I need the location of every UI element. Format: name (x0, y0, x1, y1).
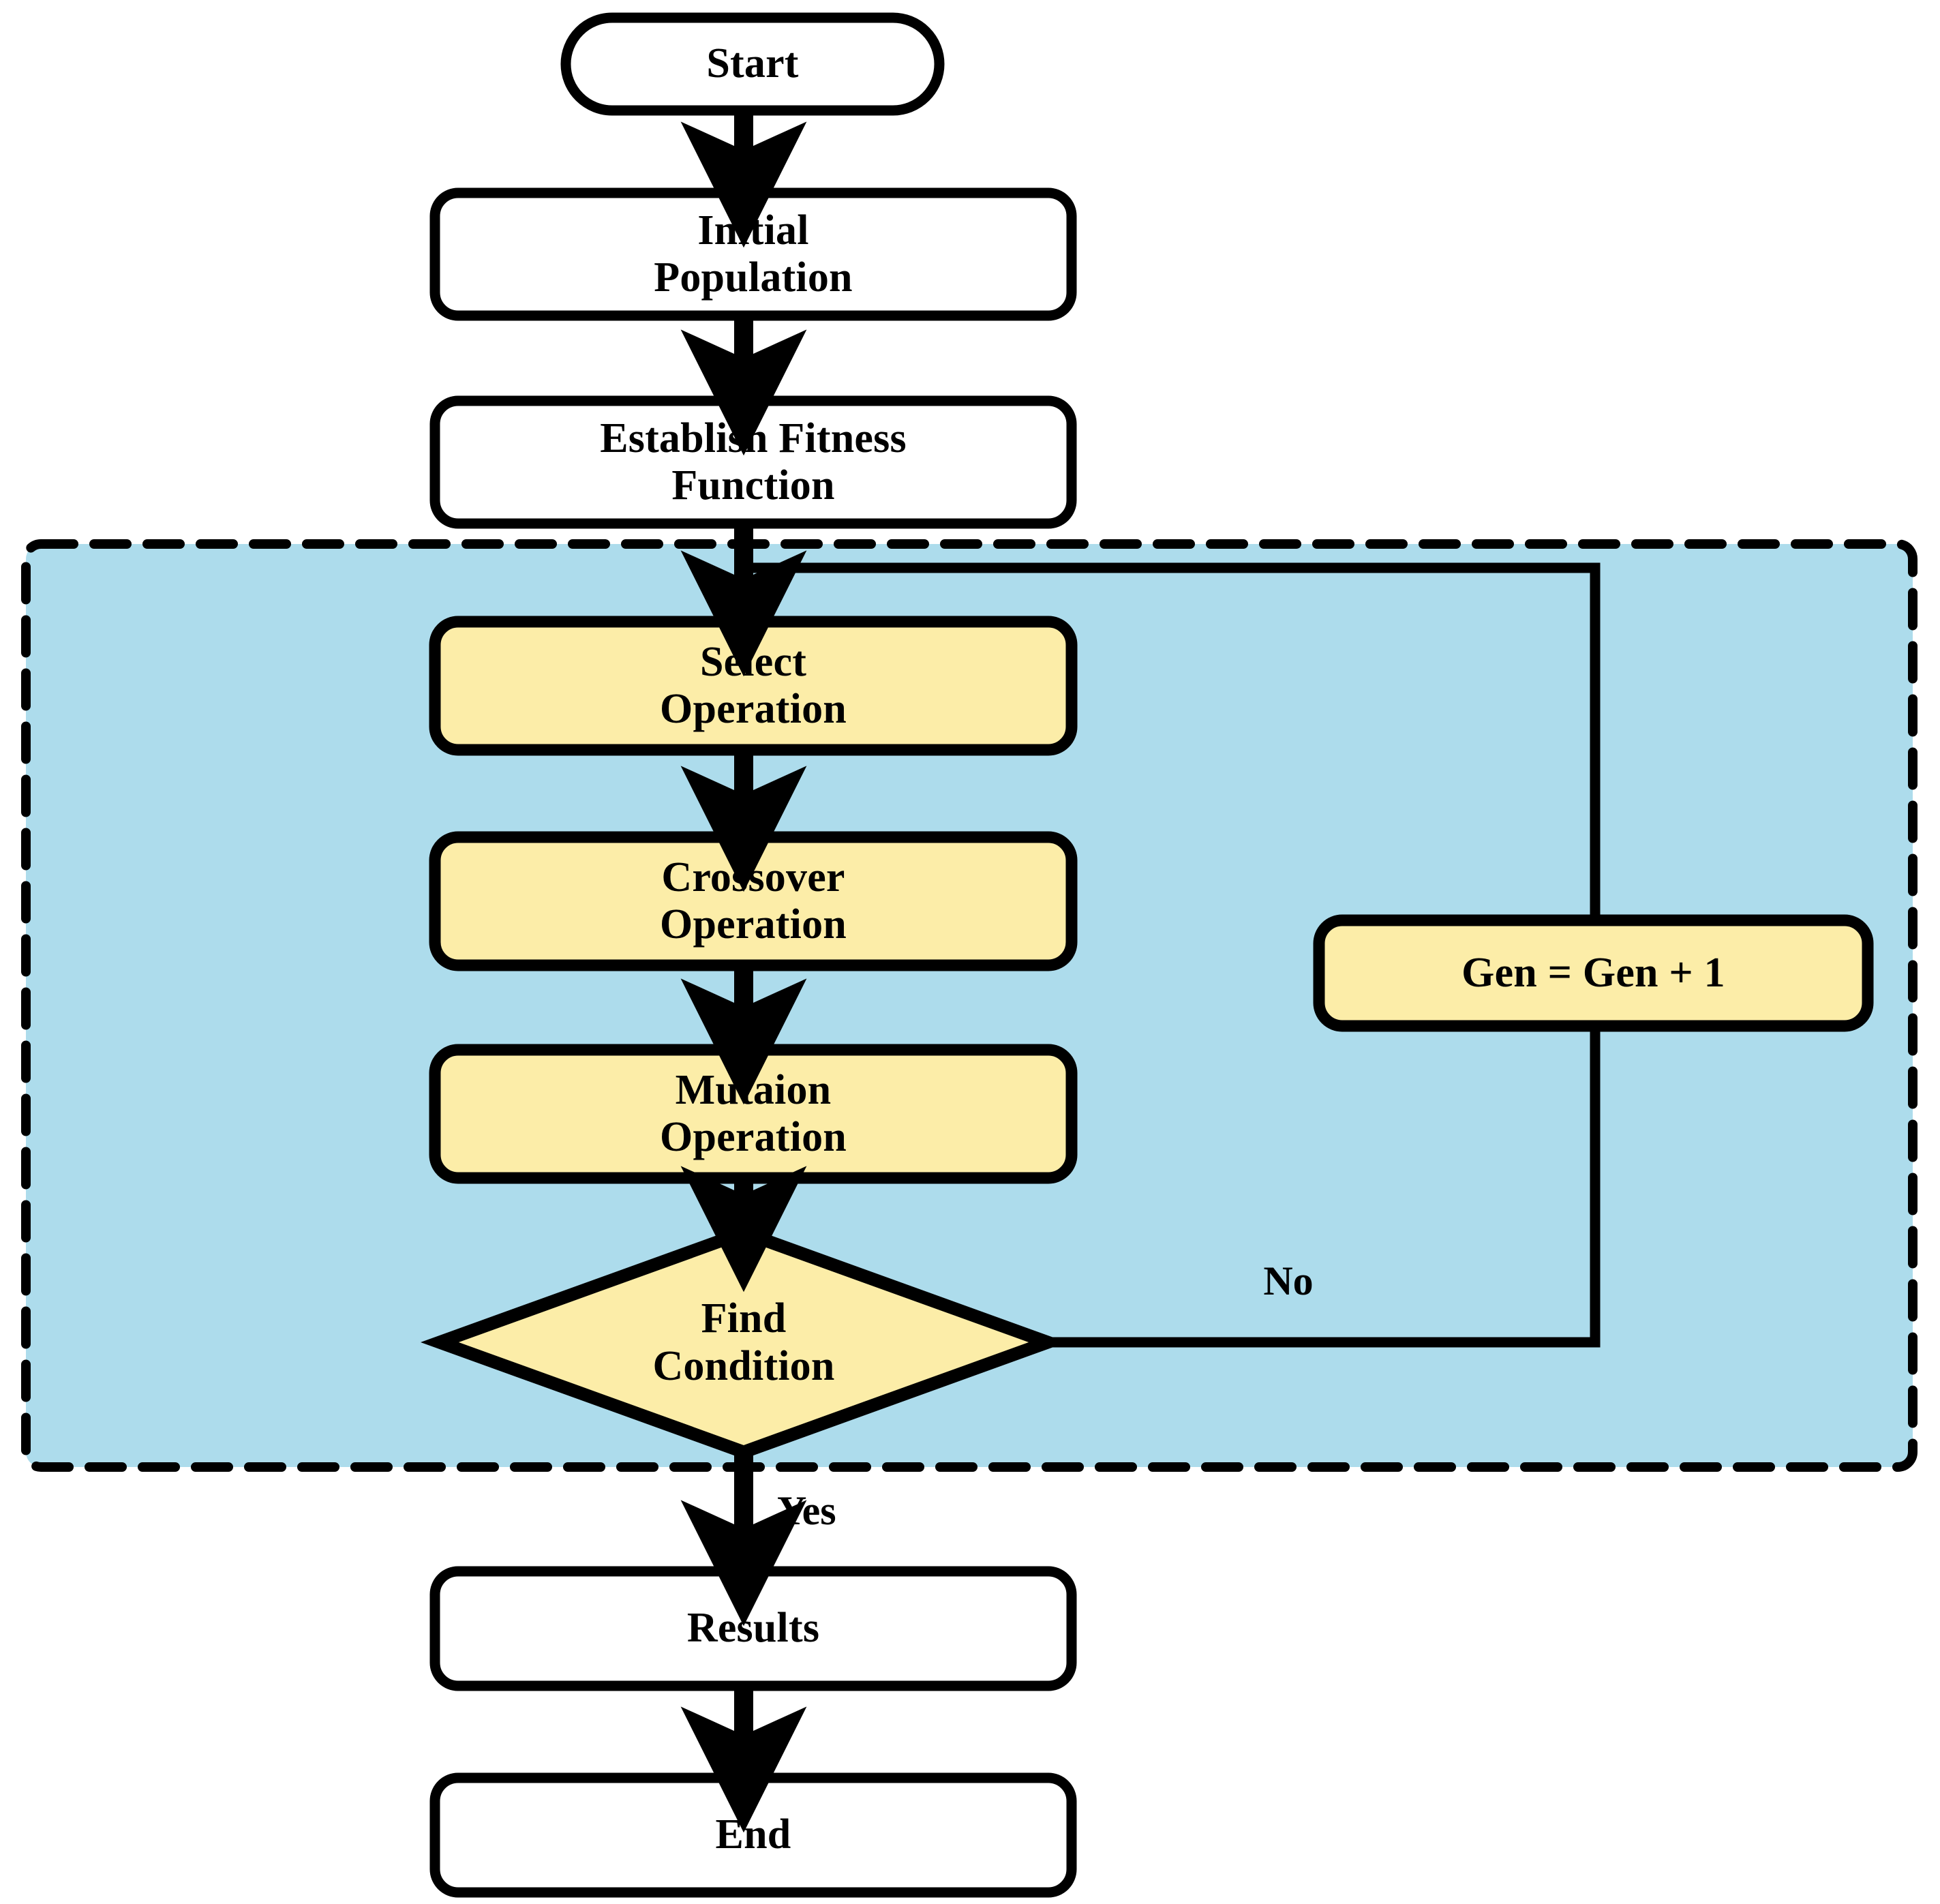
node-crossover-operation[interactable] (429, 831, 1078, 971)
node-mutaion-operation[interactable] (429, 1044, 1078, 1184)
node-select-operation[interactable] (429, 616, 1078, 756)
edge-find-condition-no-to-gen (1048, 1026, 1601, 1348)
edge-label-yes: Yes (777, 1488, 836, 1533)
node-end[interactable] (429, 1772, 1077, 1898)
node-results[interactable] (429, 1566, 1077, 1691)
node-gen-increment[interactable] (1313, 914, 1874, 1032)
node-establish-fitness-function[interactable] (429, 395, 1077, 529)
edge-gen-to-select-loopback (752, 562, 1601, 920)
edge-label-no: No (1263, 1258, 1314, 1303)
node-initial-population[interactable] (429, 187, 1077, 321)
node-start[interactable] (560, 12, 945, 116)
genetic-loop-region (21, 539, 1918, 1472)
